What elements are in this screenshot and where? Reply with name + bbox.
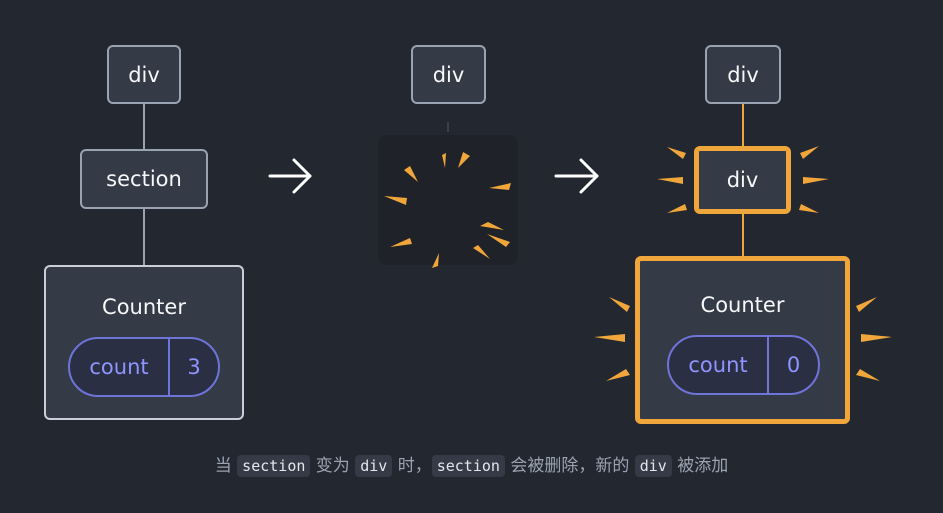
arrow-right-icon — [554, 158, 599, 194]
after-counter-title: Counter — [700, 293, 785, 317]
arrow-right-icon — [268, 158, 312, 194]
caption-code: section — [237, 455, 311, 477]
sparkles-new-div — [657, 146, 829, 213]
caption-code: div — [634, 455, 672, 477]
diagram-caption: 当 section 变为 div 时，section 会被删除，新的 div 被… — [0, 451, 943, 477]
before-section-node: section — [80, 149, 208, 209]
after-count-label: count — [688, 353, 748, 377]
after-count-divider — [767, 337, 769, 393]
caption-code: section — [431, 455, 505, 477]
caption-code: div — [355, 455, 393, 477]
caption-text: 会被删除，新的 — [504, 456, 635, 476]
caption-text: 被添加 — [671, 456, 729, 476]
after-count-state: count 0 — [667, 335, 820, 395]
deleted-stage-div-node: div — [411, 45, 486, 104]
after-count-value: 0 — [786, 353, 801, 377]
caption-text: 变为 — [310, 456, 356, 476]
after-new-div-node: div — [694, 146, 791, 214]
before-count-state: count 3 — [68, 337, 220, 397]
before-count-label: count — [89, 355, 149, 379]
caption-text: 当 — [214, 456, 238, 476]
before-counter-title: Counter — [102, 295, 186, 319]
after-counter-component: Counter count 0 — [635, 256, 850, 424]
deletion-poof — [378, 122, 518, 268]
before-count-divider — [168, 339, 170, 395]
after-div-node: div — [705, 45, 781, 104]
before-counter-component: Counter count 3 — [44, 265, 244, 420]
sparkles-new-counter — [594, 297, 892, 381]
caption-text: 时， — [392, 456, 432, 476]
before-div-node: div — [107, 45, 181, 104]
before-count-value: 3 — [187, 355, 201, 379]
